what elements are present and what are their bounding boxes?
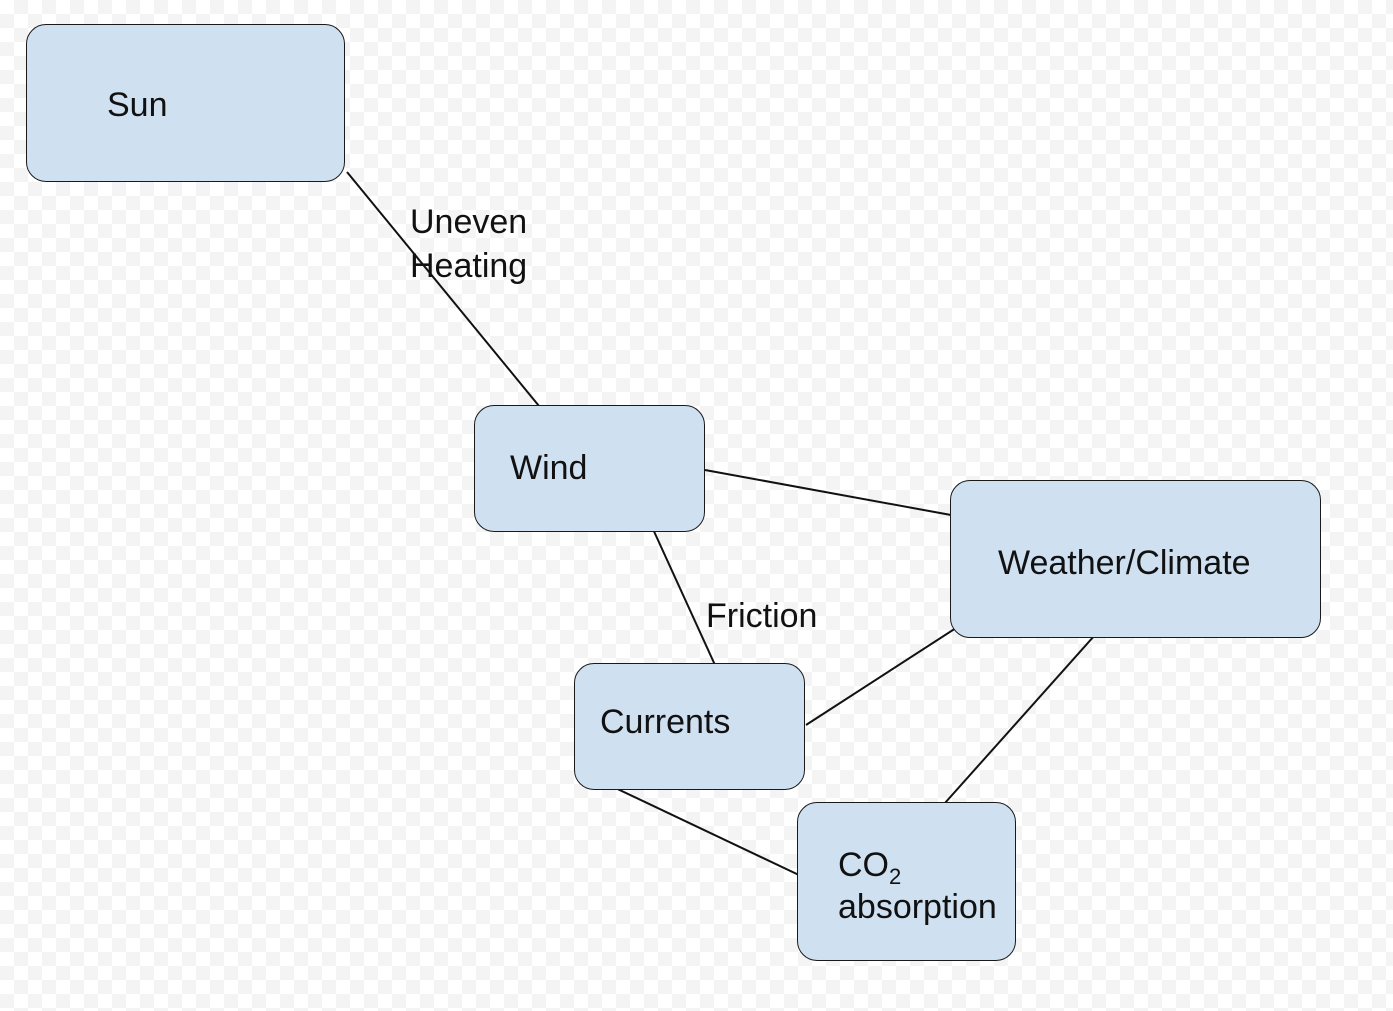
absorption-label: absorption: [838, 888, 997, 926]
edge-label-uneven: Uneven: [410, 203, 528, 241]
co2-absorption-node[interactable]: CO2 absorption: [797, 802, 1016, 961]
connector-wind-currents: [646, 515, 716, 666]
currents-node[interactable]: Currents: [574, 663, 805, 790]
weather-climate-label: Weather/Climate: [998, 544, 1251, 582]
edge-label-heating: Heating: [410, 247, 528, 285]
wind-node[interactable]: Wind: [474, 405, 705, 532]
weather-climate-node[interactable]: Weather/Climate: [950, 480, 1321, 638]
co2-subscript: 2: [889, 864, 902, 889]
edge-label-friction: Friction: [706, 597, 818, 635]
sun-node[interactable]: Sun: [26, 24, 345, 182]
co2-label: CO2: [838, 846, 902, 889]
connector-currents-co2: [606, 783, 821, 886]
sun-label: Sun: [107, 86, 168, 124]
connector-wind-weather: [704, 469, 952, 516]
connector-currents-weather: [805, 627, 957, 726]
currents-label: Currents: [600, 703, 731, 741]
wind-label: Wind: [510, 449, 588, 487]
connector-weather-co2: [927, 625, 1104, 823]
